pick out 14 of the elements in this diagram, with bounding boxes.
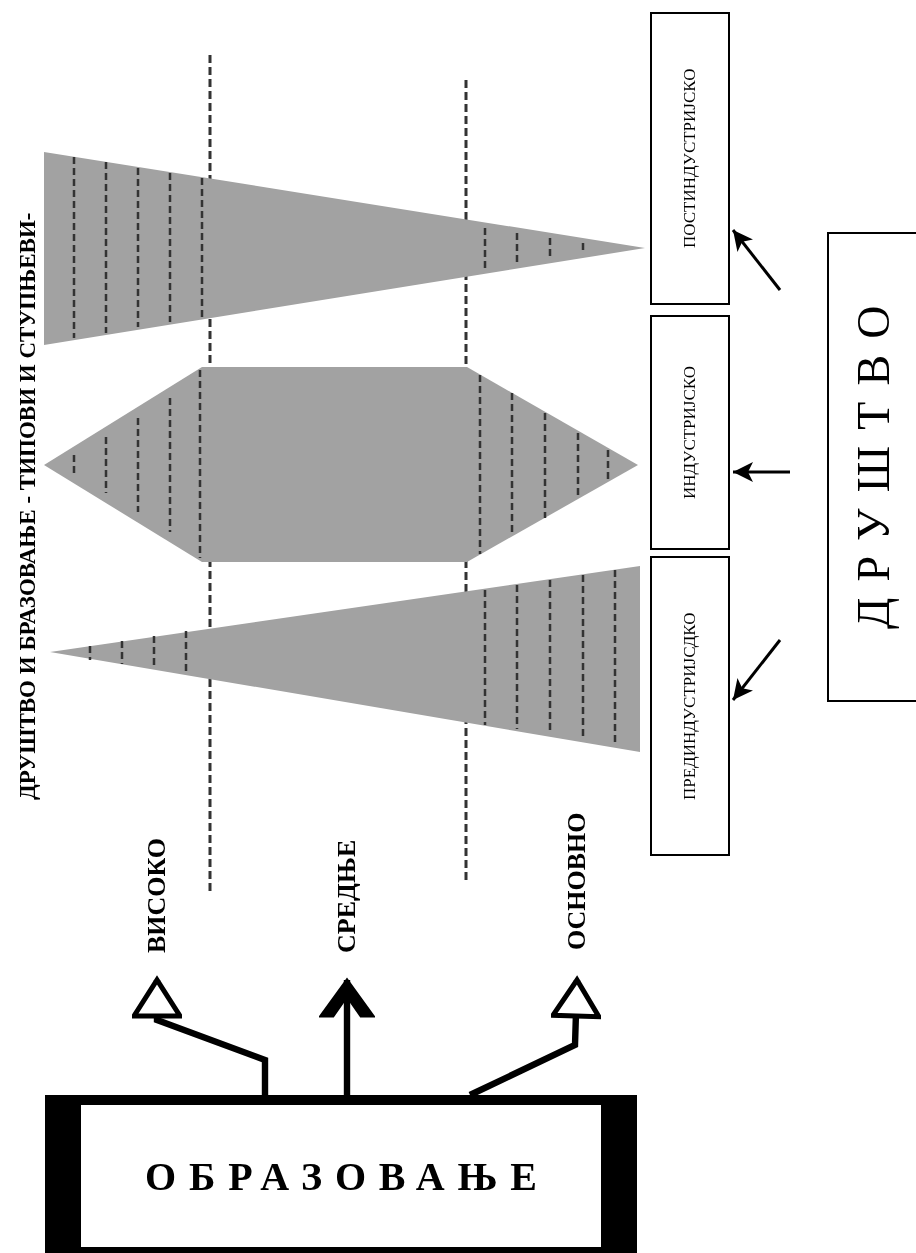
arrow bbox=[131, 977, 269, 1095]
society-type-box: ПРЕДИНДУСТРИЈСДКО bbox=[650, 556, 730, 856]
arrow bbox=[468, 977, 602, 1098]
title: ДРУШТВО И БРАЗОВАЊЕ - ТИПОВИ И СТУПЊЕВИ- bbox=[14, 211, 41, 800]
arrow bbox=[731, 639, 782, 701]
education-level-label: ОСНОВНО bbox=[560, 785, 594, 977]
education-level-label: ВИСОКО bbox=[140, 815, 174, 977]
society-box: ДРУШТВО bbox=[827, 232, 916, 702]
society-type-box: ИНДУСТРИЈСКО bbox=[650, 315, 730, 550]
society-type-box: ПОСТИНДУСТРИЈСКО bbox=[650, 12, 730, 305]
education-box: ОБРАЗОВАЊЕ bbox=[45, 1095, 637, 1253]
education-level-label: СРЕДЊЕ bbox=[330, 815, 364, 977]
arrow bbox=[731, 229, 782, 291]
arrow bbox=[733, 462, 790, 482]
